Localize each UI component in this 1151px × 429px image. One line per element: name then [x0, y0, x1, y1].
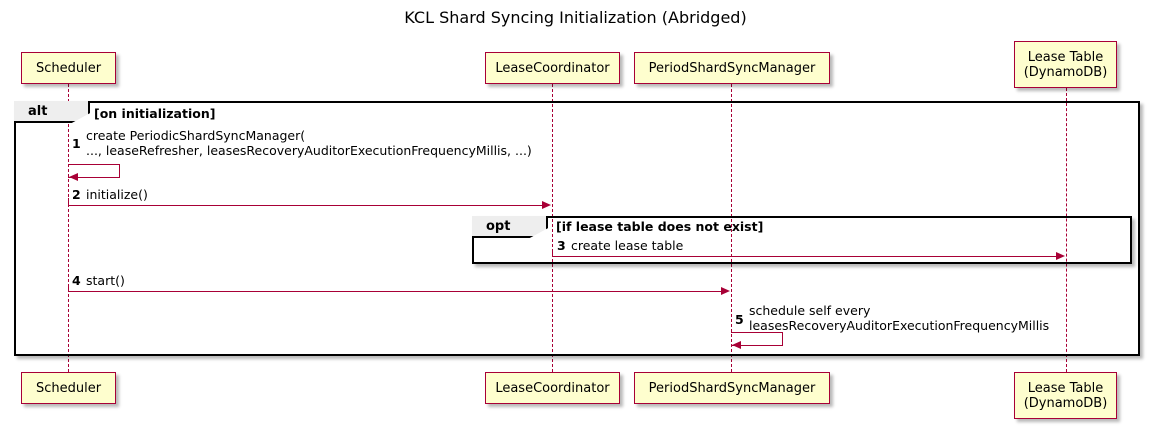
message-1-self-call-path [68, 164, 120, 178]
participant-period-shard-sync-manager-top[interactable]: PeriodShardSyncManager [634, 52, 830, 84]
participant-scheduler-top[interactable]: Scheduler [21, 52, 116, 84]
message-4-start-tick [68, 284, 69, 291]
lifeline-scheduler [68, 84, 69, 372]
message-4-line [68, 291, 722, 292]
message-2-line [68, 205, 543, 206]
message-4-number: 4 [72, 273, 81, 288]
participant-period-shard-sync-manager-bottom[interactable]: PeriodShardSyncManager [634, 372, 830, 404]
fragment-opt [472, 216, 1132, 264]
message-1-text: create PeriodicShardSyncManager( ..., le… [86, 128, 532, 158]
diagram-title: KCL Shard Syncing Initialization (Abridg… [404, 8, 747, 27]
message-4-text: start() [86, 273, 125, 288]
fragment-alt-label: alt [14, 101, 90, 123]
message-3-number: 3 [557, 238, 566, 253]
participant-scheduler-bottom[interactable]: Scheduler [21, 372, 116, 404]
participant-lease-coordinator-bottom[interactable]: LeaseCoordinator [485, 372, 620, 404]
message-4-arrowhead [721, 287, 730, 295]
message-5-number: 5 [735, 312, 744, 327]
message-1-number: 1 [72, 136, 81, 151]
message-3-line [552, 256, 1057, 257]
message-2-text: initialize() [86, 187, 148, 202]
message-5-arrowhead [732, 341, 741, 349]
message-5-text: schedule self every leasesRecoveryAudito… [749, 303, 1050, 333]
message-2-start-tick [68, 198, 69, 205]
fragment-opt-label: opt [472, 216, 548, 238]
lifeline-lease-coordinator [552, 84, 553, 372]
message-2-number: 2 [72, 187, 81, 202]
message-3-start-tick [552, 249, 553, 256]
message-3-arrowhead [1056, 252, 1065, 260]
participant-lease-table-top[interactable]: Lease Table (DynamoDB) [1014, 41, 1117, 88]
message-2-arrowhead [542, 201, 551, 209]
lifeline-period-shard-sync-manager [731, 84, 732, 372]
fragment-opt-condition: [if lease table does not exist] [556, 219, 764, 234]
participant-lease-table-bottom[interactable]: Lease Table (DynamoDB) [1014, 372, 1117, 419]
lifeline-lease-table [1066, 88, 1067, 372]
fragment-alt [14, 101, 1140, 356]
message-1-arrowhead [69, 173, 78, 181]
message-3-text: create lease table [571, 238, 684, 253]
message-5-self-call-path [731, 332, 783, 346]
fragment-alt-condition: [on initialization] [94, 106, 216, 121]
participant-lease-coordinator-top[interactable]: LeaseCoordinator [485, 52, 620, 84]
